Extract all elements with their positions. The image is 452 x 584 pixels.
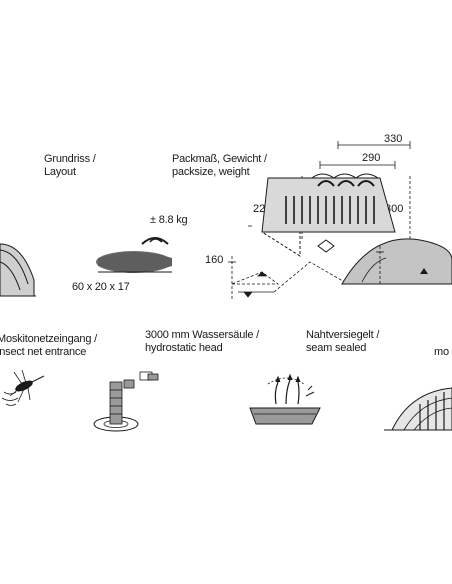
weight-label: ± 8.8 kg (150, 214, 188, 226)
layout-label-en: Layout (44, 166, 76, 178)
mosquito-icon (1, 369, 45, 406)
water-column-icon (93, 371, 159, 432)
cutoff-label: mo (434, 346, 449, 358)
packsize-label-de: Packmaß, Gewicht / (172, 153, 267, 165)
mesh-dome-partial-icon (384, 387, 452, 431)
seams-label: Nahtversiegelt / seam sealed (306, 329, 379, 355)
packsize-label: Packmaß, Gewicht / packsize, weight (172, 153, 267, 179)
seams-label-de: Nahtversiegelt / (306, 329, 380, 341)
tent-bag-icon (96, 237, 172, 273)
vestibule-side-icon (228, 256, 349, 300)
hydro-label-en: hydrostatic head (145, 342, 223, 354)
packsize-label-en: packsize, weight (172, 166, 250, 178)
seams-label-en: seam sealed (306, 342, 367, 354)
layout-label: Grundriss / Layout (44, 153, 96, 179)
mosquito-label-en: insect net entrance (0, 346, 87, 358)
dim-290: 290 (362, 152, 381, 164)
hydro-label: 3000 mm Wassersäule / hydrostatic head (145, 329, 259, 355)
layout-label-de: Grundriss / (44, 153, 96, 165)
hydro-label-de: 3000 mm Wassersäule / (145, 329, 259, 341)
layout-tent-partial-icon (0, 243, 36, 297)
seam-sealed-icon (249, 373, 321, 425)
tent-side-elevation-icon (341, 238, 452, 285)
mosquito-label-de: Moskitonetzeingang / (0, 333, 97, 345)
dim-330: 330 (384, 133, 403, 145)
layout-topview-icon (260, 173, 396, 257)
dim-160: 160 (205, 254, 224, 266)
pack-dims-label: 60 x 20 x 17 (72, 281, 130, 293)
mosquito-label: Moskitonetzeingang / insect net entrance (0, 333, 97, 359)
